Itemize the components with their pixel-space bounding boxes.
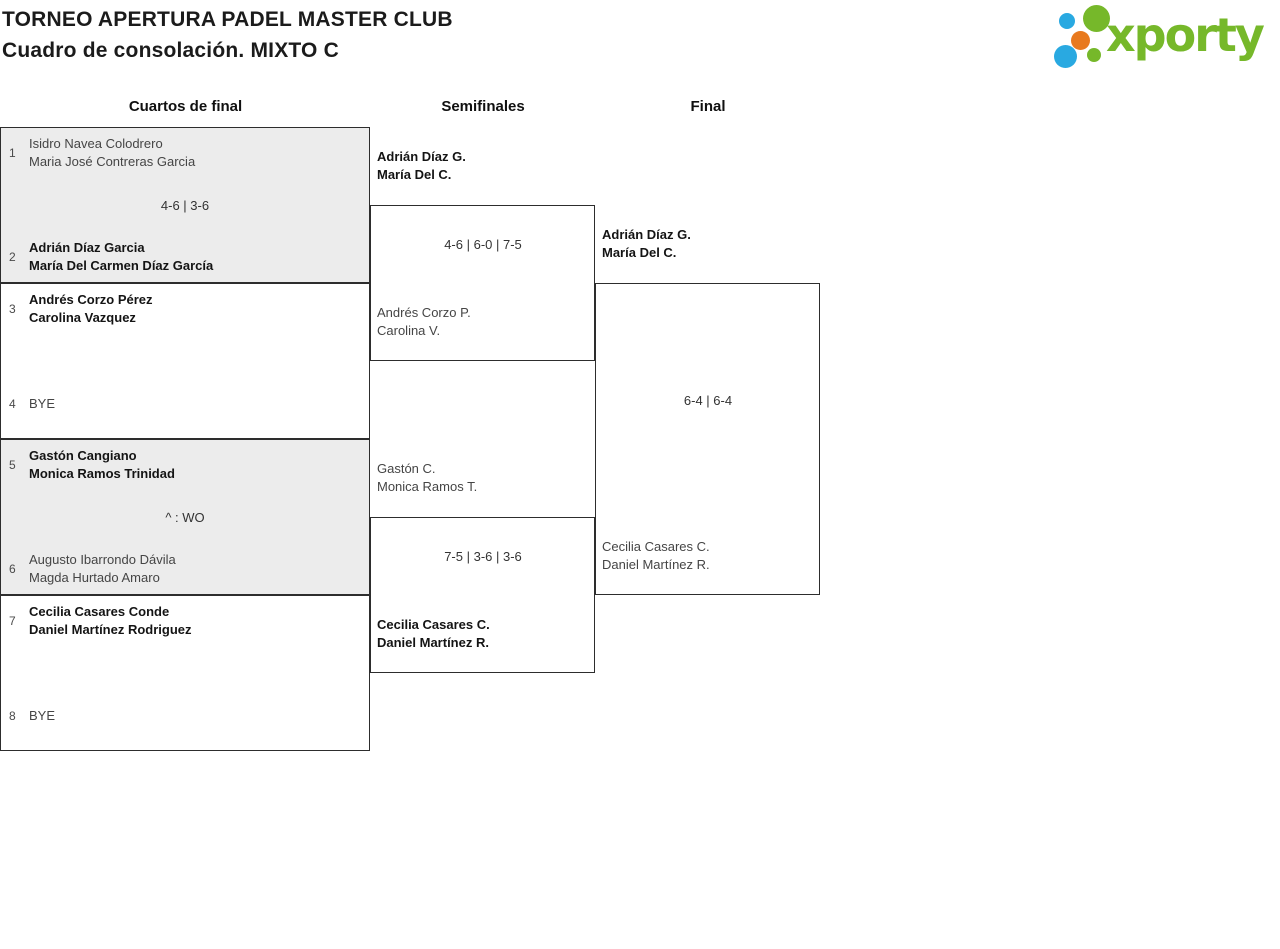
match-box-qf4: 7 Cecilia Casares Conde Daniel Martínez … [0, 595, 370, 751]
round-header-quarterfinals: Cuartos de final [128, 98, 243, 115]
team-qf2-bottom: 4 BYE [9, 395, 55, 413]
player-name: Augusto Ibarrondo Dávila [29, 552, 176, 567]
player-name: Cecilia Casares Conde [29, 604, 170, 619]
team-qf4-top: 7 Cecilia Casares Conde Daniel Martínez … [9, 603, 192, 639]
seed-number: 2 [9, 250, 16, 264]
player-name: María Del C. [602, 245, 677, 260]
player-name: María Del C. [377, 167, 452, 182]
match-box-qf3: 5 Gastón Cangiano Monica Ramos Trinidad … [0, 439, 370, 595]
team-qf4-bottom: 8 BYE [9, 707, 55, 725]
logo-dot-blue-big-icon [1054, 45, 1077, 68]
player-name: Daniel Martínez R. [602, 557, 710, 572]
team-sf1-bottom: Andrés Corzo P. Carolina V. [377, 304, 471, 340]
logo-dot-orange-icon [1071, 31, 1090, 50]
player-name: Maria José Contreras Garcia [29, 154, 196, 169]
player-name: Magda Hurtado Amaro [29, 570, 160, 585]
player-name: Gastón Cangiano [29, 448, 137, 463]
seed-number: 4 [9, 397, 16, 411]
match-box-sf2 [370, 517, 595, 673]
logo-dot-green-small-icon [1087, 48, 1101, 62]
player-name: Cecilia Casares C. [602, 539, 710, 554]
team-sf2-bottom: Cecilia Casares C. Daniel Martínez R. [377, 616, 490, 652]
seed-number: 7 [9, 614, 16, 628]
page-title: TORNEO APERTURA PADEL MASTER CLUB Cuadro… [2, 4, 453, 66]
match-box-final [595, 283, 820, 595]
player-name: Gastón C. [377, 461, 436, 476]
player-name: Adrián Díaz Garcia [29, 240, 145, 255]
player-name: Cecilia Casares C. [377, 617, 490, 632]
score-final: 6-4 | 6-4 [683, 393, 733, 408]
bracket-subtitle: Cuadro de consolación. MIXTO C [2, 39, 339, 62]
logo-dot-blue-small-icon [1059, 13, 1075, 29]
team-qf3-top: 5 Gastón Cangiano Monica Ramos Trinidad [9, 447, 175, 483]
player-name: Monica Ramos Trinidad [29, 466, 175, 481]
seed-number: 1 [9, 146, 16, 160]
player-name: Adrián Díaz G. [602, 227, 691, 242]
player-name: Daniel Martínez R. [377, 635, 489, 650]
team-qf3-bottom: 6 Augusto Ibarrondo Dávila Magda Hurtado… [9, 551, 176, 587]
logo-wordmark: xporty [1106, 8, 1265, 62]
player-name: Isidro Navea Colodrero [29, 136, 163, 151]
team-sf1-top: Adrián Díaz G. María Del C. [377, 148, 466, 184]
score-sf2: 7-5 | 3-6 | 3-6 [444, 549, 522, 564]
player-name: Monica Ramos T. [377, 479, 478, 494]
player-name: Andrés Corzo Pérez [29, 292, 153, 307]
team-sf2-top: Gastón C. Monica Ramos T. [377, 460, 477, 496]
match-box-qf1: 1 Isidro Navea Colodrero Maria José Cont… [0, 127, 370, 283]
round-header-semifinals: Semifinales [441, 98, 525, 115]
player-name: Andrés Corzo P. [377, 305, 471, 320]
player-name: Adrián Díaz G. [377, 149, 466, 164]
team-qf2-top: 3 Andrés Corzo Pérez Carolina Vazquez [9, 291, 153, 327]
round-header-final: Final [690, 98, 726, 115]
seed-number: 5 [9, 458, 16, 472]
match-box-sf1 [370, 205, 595, 361]
team-final-top: Adrián Díaz G. María Del C. [602, 226, 691, 262]
score-sf1: 4-6 | 6-0 | 7-5 [444, 237, 522, 252]
player-name: Carolina V. [377, 323, 441, 338]
player-name: Carolina Vazquez [29, 310, 136, 325]
match-box-qf2: 3 Andrés Corzo Pérez Carolina Vazquez 4 … [0, 283, 370, 439]
team-qf1-bottom: 2 Adrián Díaz Garcia María Del Carmen Dí… [9, 239, 213, 275]
bye-label: BYE [29, 396, 56, 411]
player-name: María Del Carmen Díaz García [29, 258, 214, 273]
score-qf3-walkover: ^ : WO [165, 510, 205, 525]
seed-number: 6 [9, 562, 16, 576]
logo-dot-green-big-icon [1083, 5, 1110, 32]
bye-label: BYE [29, 708, 56, 723]
player-name: Daniel Martínez Rodriguez [29, 622, 192, 637]
tournament-title: TORNEO APERTURA PADEL MASTER CLUB [2, 8, 453, 31]
team-qf1-top: 1 Isidro Navea Colodrero Maria José Cont… [9, 135, 195, 171]
team-final-bottom: Cecilia Casares C. Daniel Martínez R. [602, 538, 710, 574]
score-qf1: 4-6 | 3-6 [160, 198, 210, 213]
seed-number: 3 [9, 302, 16, 316]
seed-number: 8 [9, 709, 16, 723]
